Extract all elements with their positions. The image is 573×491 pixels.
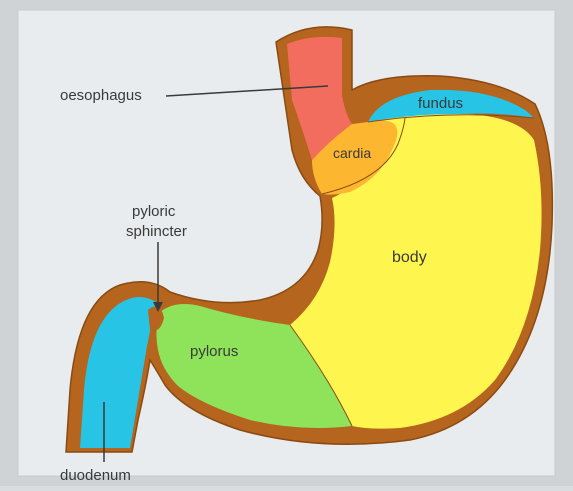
label-sphincter: sphincter	[126, 223, 187, 240]
label-body: body	[392, 249, 427, 266]
label-pylorus: pylorus	[190, 343, 238, 360]
label-oesophagus: oesophagus	[60, 87, 142, 104]
label-fundus: fundus	[418, 95, 463, 112]
label-duodenum: duodenum	[60, 467, 131, 484]
label-cardia: cardia	[333, 145, 371, 161]
label-pyloric: pyloric	[132, 203, 176, 220]
